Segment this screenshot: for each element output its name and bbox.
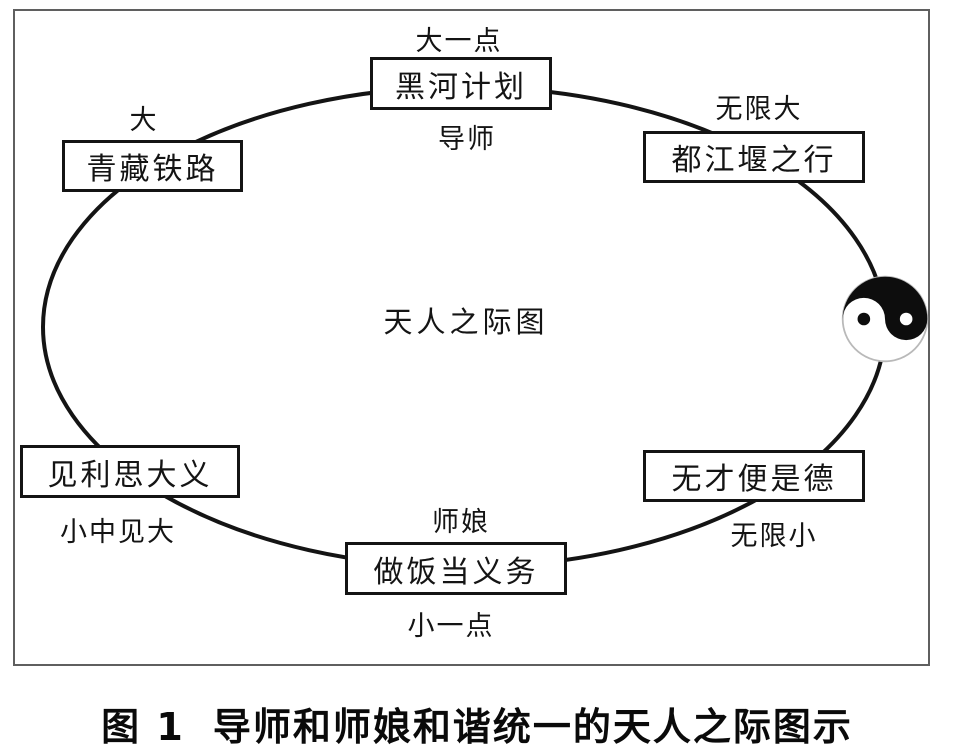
node-box-label: 青藏铁路 [86, 152, 219, 187]
node-box-label: 黑河计划 [395, 69, 527, 105]
figure-caption: 图 1 导师和师娘和谐统一的天人之际图示 [0, 696, 954, 751]
diagram-center-title: 天人之际图 [383, 305, 549, 339]
label-big: 大 [129, 105, 159, 136]
node-box-label: 无才便是德 [671, 462, 837, 497]
label-bigger: 大一点 [415, 26, 503, 57]
node-box-label: 见利思大义 [47, 457, 213, 493]
node-box-label: 都江堰之行 [671, 143, 837, 178]
yin-yang-icon [841, 275, 929, 363]
label-mentor: 导师 [438, 124, 496, 155]
node-box-virtue: 无才便是德 [643, 450, 865, 502]
node-box-righteousness: 见利思大义 [20, 445, 240, 498]
figure-number: 图 1 [101, 705, 185, 749]
label-smaller: 小一点 [407, 611, 495, 642]
label-big-in-small: 小中见大 [60, 517, 176, 548]
node-box-heihe-plan: 黑河计划 [370, 57, 552, 110]
label-infinitely-small: 无限小 [730, 521, 818, 552]
node-box-cooking-duty: 做饭当义务 [345, 542, 567, 595]
label-infinitely-big: 无限大 [715, 94, 803, 125]
label-shiniang: 师娘 [432, 507, 490, 538]
node-box-label: 做饭当义务 [373, 554, 539, 590]
node-box-qinghai-tibet-railway: 青藏铁路 [62, 140, 243, 192]
node-box-dujiangyan-trip: 都江堰之行 [643, 131, 865, 183]
figure-title: 导师和师娘和谐统一的天人之际图示 [212, 705, 853, 749]
